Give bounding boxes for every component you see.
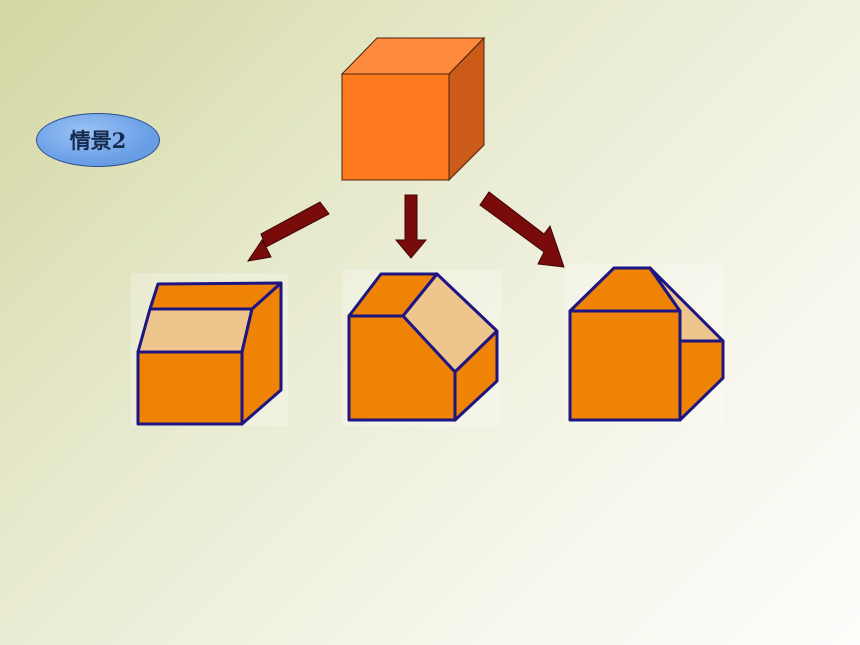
piece-front-face [347,314,457,422]
original-cube [340,36,486,182]
piece-cut-face [136,307,254,354]
cube-front-face [341,73,450,181]
scene-badge: 情景2 [36,113,160,167]
cut-solid-left [131,273,288,426]
cut-solid-right [564,263,725,423]
piece-front-face [568,309,682,422]
scene-badge-label: 情景2 [69,128,127,153]
arrow-to-left [246,201,330,262]
arrow-to-right [479,191,565,268]
cut-solid-middle [343,270,501,426]
arrow-to-middle [394,194,428,259]
piece-front-face [136,350,244,426]
